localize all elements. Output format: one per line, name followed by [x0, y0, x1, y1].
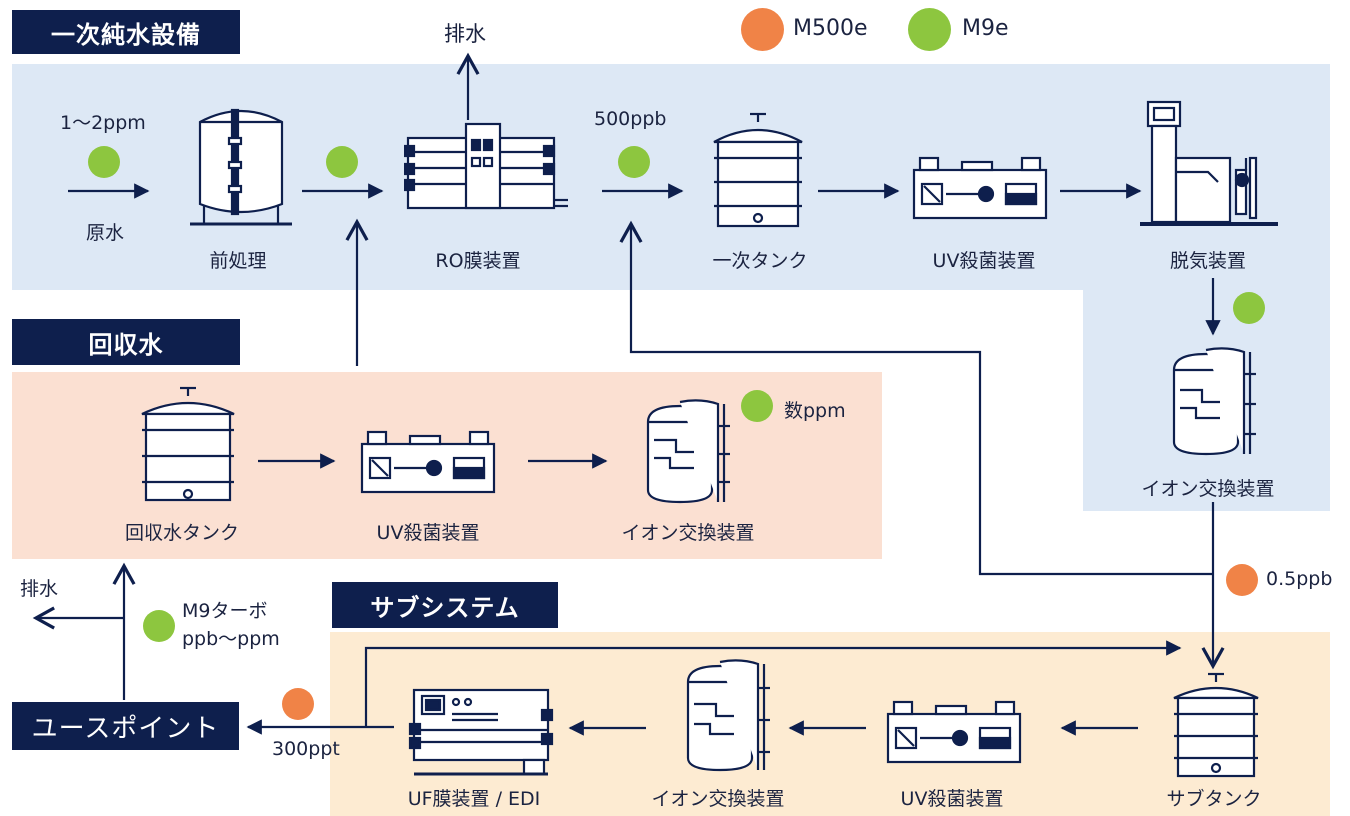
sensor-dot-ro: [618, 146, 650, 178]
uv-unit-subsystem-icon: [886, 700, 1022, 764]
ppb-05-label: 0.5ppb: [1266, 568, 1333, 590]
raw-water-label: 原水: [86, 222, 125, 244]
primary-tank-caption: 一次タンク: [712, 250, 808, 272]
ppb-500-label: 500ppb: [594, 108, 667, 130]
ro-caption: RO膜装置: [435, 250, 521, 272]
ion-recovery-caption: イオン交換装置: [621, 522, 755, 544]
ion-exchange-subsystem-icon: [686, 659, 770, 772]
recovery-tank-icon: [141, 386, 235, 502]
m9-turbo-label: M9ターボ: [182, 600, 268, 622]
sensor-dot-uf: [282, 688, 314, 720]
primary-section-title: 一次純水設備: [12, 10, 240, 54]
uf-edi-unit-icon: [408, 688, 554, 776]
sensor-dot-pre: [326, 146, 358, 178]
use-point-box: ユースポイント: [12, 702, 239, 750]
uf-edi-caption: UF膜装置 / EDI: [407, 788, 541, 810]
ro-unit-icon: [404, 122, 568, 210]
sensor-dot-degas: [1233, 292, 1265, 324]
degas-caption: 脱気装置: [1169, 250, 1247, 272]
ppb-ppm-label: ppb〜ppm: [182, 628, 280, 650]
ion-exchange-recovery-icon: [646, 399, 730, 504]
pretreatment-caption: 前処理: [209, 250, 267, 272]
legend-orange-dot: [741, 8, 784, 51]
uv-recovery-caption: UV殺菌装置: [376, 522, 480, 544]
uv-unit-recovery-icon: [360, 430, 496, 494]
sensor-dot-ion: [1226, 564, 1258, 596]
several-ppm-label: 数ppm: [784, 400, 846, 422]
loop-return-line: [619, 220, 1213, 576]
recovery-tank-caption: 回収水タンク: [124, 522, 240, 544]
sub-tank-icon: [1173, 672, 1259, 778]
ion-primary-caption: イオン交換装置: [1141, 478, 1275, 500]
sensor-dot-usepoint: [143, 610, 175, 642]
drain-left-label: 排水: [20, 578, 59, 600]
subsystem-section-title: サブシステム: [332, 582, 558, 628]
ion-subsystem-caption: イオン交換装置: [651, 788, 785, 810]
ion-exchange-primary-icon: [1172, 347, 1256, 456]
loop-uf-to-subtank: [364, 640, 1182, 727]
recovery-section-title: 回収水: [12, 319, 240, 365]
legend-orange-label: M500e: [793, 16, 868, 41]
sensor-dot-raw: [88, 146, 120, 178]
sub-tank-caption: サブタンク: [1166, 788, 1262, 810]
uv-primary-caption: UV殺菌装置: [932, 250, 1036, 272]
degassing-unit-icon: [1140, 100, 1278, 226]
ppm-1-2-label: 1〜2ppm: [60, 112, 146, 134]
sensor-dot-recovery: [741, 390, 773, 422]
uv-subsystem-caption: UV殺菌装置: [900, 788, 1004, 810]
legend-green-label: M9e: [962, 16, 1009, 41]
drain-top-label: 排水: [444, 22, 486, 46]
ppt-300-label: 300ppt: [272, 738, 340, 760]
primary-tank-icon: [713, 112, 803, 228]
legend-green-dot: [908, 8, 951, 51]
pretreatment-tank-icon: [190, 108, 292, 226]
uv-unit-primary-icon: [912, 156, 1048, 220]
